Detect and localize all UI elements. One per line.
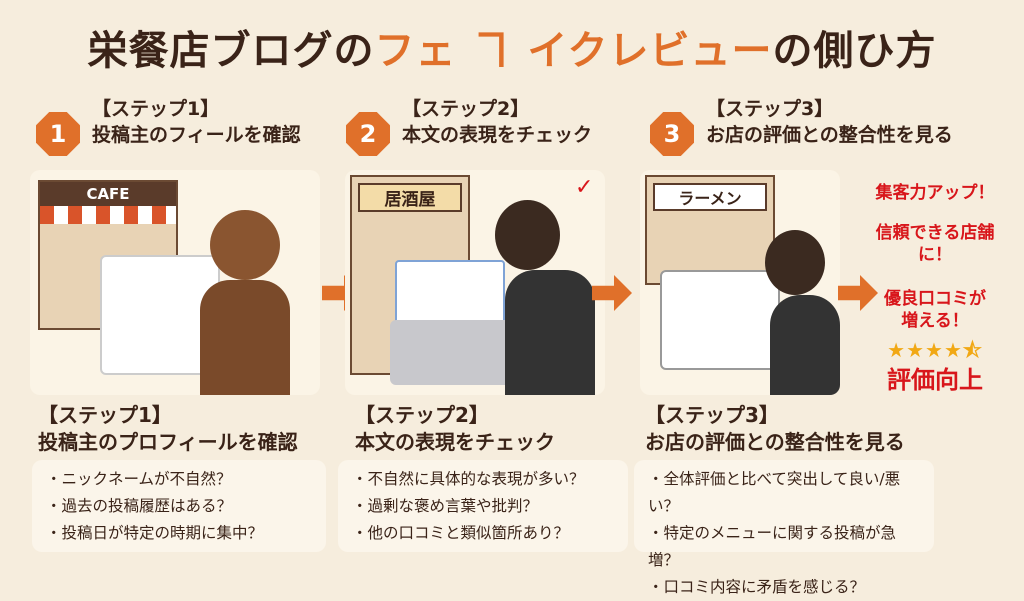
- title-part2: の側ひ方: [772, 28, 937, 74]
- step-1-badge: 1: [36, 112, 80, 156]
- result-rating-up: 評価向上: [887, 366, 983, 394]
- rating-stars: ★★★★⯪: [887, 338, 983, 362]
- text-document-icon: [395, 260, 505, 330]
- step-1-title: 投稿主のフィールを確認: [92, 124, 301, 146]
- title-highlight: フェ ヿ イクレビュー: [374, 28, 773, 74]
- step-2-bottom-title: 本文の表現をチェック: [355, 430, 555, 454]
- ramen-storefront: ラーメン: [645, 175, 775, 285]
- checklist-item: 特定のメニューに関する投稿が急増？: [648, 520, 920, 574]
- checklist-item: 不自然に具体的な表現が多い？: [352, 466, 614, 493]
- checklist-item: ニックネームが不自然？: [46, 466, 312, 493]
- result-trusted-store: 信頼できる店舗に！: [875, 223, 995, 265]
- step-1-illustration: CAFE: [30, 170, 320, 395]
- step-2-label: 【ステップ2】: [402, 98, 530, 120]
- step-3-checklist: 全体評価と比べて突出して良い/悪い？ 特定のメニューに関する投稿が急増？ 口コミ…: [634, 460, 934, 596]
- step-3-bottom-label: 【ステップ3】: [645, 403, 779, 427]
- step-3-illustration: ラーメン: [640, 170, 840, 395]
- checklist-item: 過剰な褒め言葉や批判？: [352, 493, 614, 520]
- man-body: [770, 295, 840, 395]
- step-3-header: 【ステップ3】お店の評価との整合性を見る: [706, 96, 953, 148]
- step-3-bottom-header: 【ステップ3】お店の評価との整合性を見る: [645, 402, 905, 456]
- step-2-checklist: 不自然に具体的な表現が多い？ 過剰な褒め言葉や批判？ 他の口コミと類似箇所あり？: [338, 460, 628, 552]
- woman-avatar: [210, 210, 280, 280]
- step-3-badge: 3: [650, 112, 694, 156]
- step-2-bottom-header: 【ステップ2】本文の表現をチェック: [355, 402, 555, 456]
- checklist-item: 口コミ内容に矛盾を感じる？: [648, 574, 920, 601]
- man-avatar: [765, 230, 825, 295]
- step-3-bottom-title: お店の評価との整合性を見る: [645, 430, 905, 454]
- page-title: 栄餐店ブログのフェ ヿ イクレビューの側ひ方: [0, 18, 1024, 76]
- awning: [40, 206, 176, 224]
- step-1-bottom-label: 【ステップ1】: [38, 403, 172, 427]
- step-2-header: 【ステップ2】本文の表現をチェック: [402, 96, 592, 148]
- step-1-bottom-title: 投稿主のプロフィールを確認: [38, 430, 298, 454]
- step-1-header: 【ステップ1】投稿主のフィールを確認: [92, 96, 301, 148]
- step-2-badge: 2: [346, 112, 390, 156]
- step-2-bottom-label: 【ステップ2】: [355, 403, 489, 427]
- step-1-label: 【ステップ1】: [92, 98, 220, 120]
- checklist-item: 全体評価と比べて突出して良い/悪い？: [648, 466, 920, 520]
- step-2-illustration: 居酒屋 ✓: [345, 170, 605, 395]
- step-3-title: お店の評価との整合性を見る: [706, 124, 953, 146]
- checkmark-icon: ✓: [575, 175, 594, 200]
- laptop-icon: [390, 320, 520, 385]
- izakaya-sign: 居酒屋: [358, 183, 462, 212]
- checklist-item: 過去の投稿履歴はある？: [46, 493, 312, 520]
- woman-body: [200, 280, 290, 395]
- result-good-reviews: 優良口コミが増える！: [884, 289, 986, 331]
- step-2-title: 本文の表現をチェック: [402, 124, 593, 146]
- ramen-sign: ラーメン: [653, 183, 767, 211]
- title-part1: 栄餐店ブログの: [87, 28, 375, 74]
- analytics-screen-icon: [660, 270, 780, 370]
- man-avatar: [495, 200, 560, 270]
- checklist-item: 他の口コミと類似箇所あり？: [352, 520, 614, 547]
- man-body: [505, 270, 595, 395]
- step-1-bottom-header: 【ステップ1】投稿主のプロフィールを確認: [38, 402, 298, 456]
- step-3-label: 【ステップ3】: [706, 98, 834, 120]
- result-customer-increase: 集客力アップ！: [875, 183, 995, 203]
- step-1-checklist: ニックネームが不自然？ 過去の投稿履歴はある？ 投稿日が特定の時期に集中？: [32, 460, 326, 552]
- cafe-sign: CAFE: [40, 182, 176, 206]
- checklist-item: 投稿日が特定の時期に集中？: [46, 520, 312, 547]
